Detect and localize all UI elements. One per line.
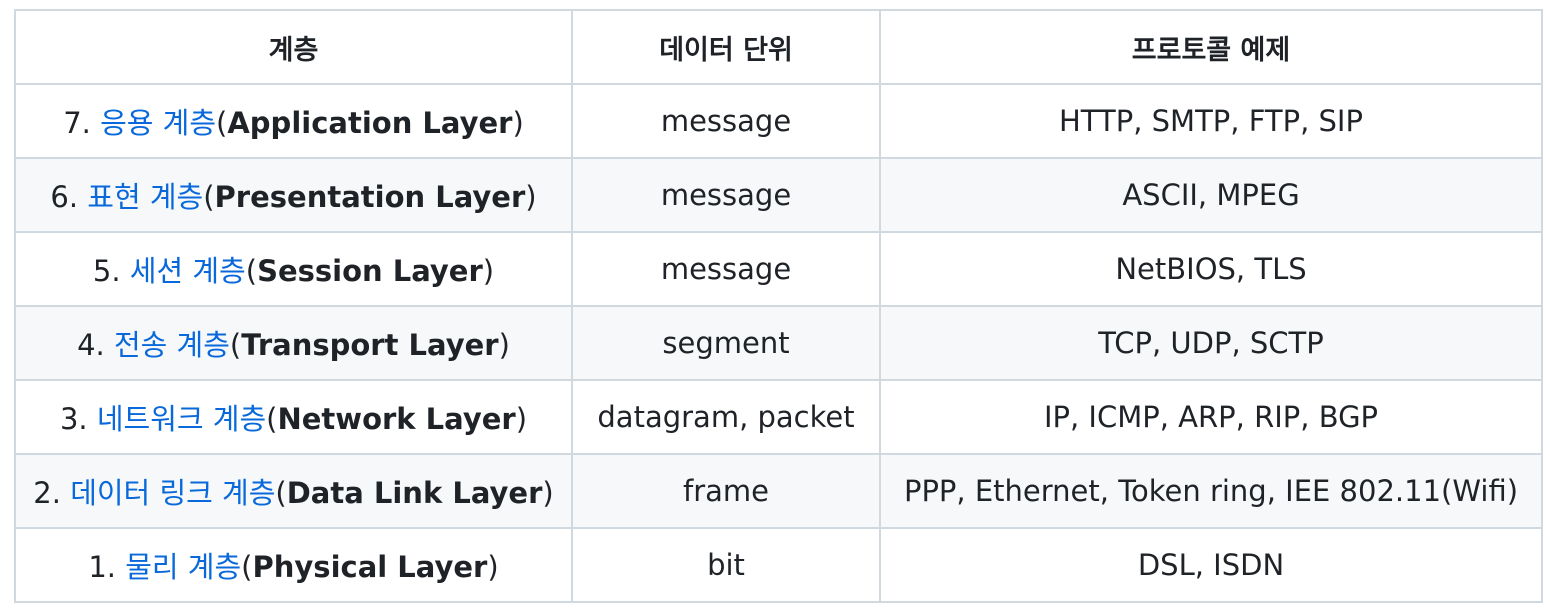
protocols-cell: ASCII, MPEG [879,157,1543,233]
protocols-cell: IP, ICMP, ARP, RIP, BGP [879,379,1543,455]
table-row: 1. 물리 계층(Physical Layer) bit DSL, ISDN [14,527,1543,603]
layer-link-session[interactable]: 세션 계층 [129,254,246,288]
osi-table-container: 계층 데이터 단위 프로토콜 예제 7. 응용 계층(Application L… [14,9,1543,603]
layer-link-application[interactable]: 응용 계층 [100,106,217,140]
paren-open: ( [229,328,242,362]
layer-link-physical[interactable]: 물리 계층 [125,550,242,584]
protocols-cell: DSL, ISDN [879,527,1543,603]
data-unit-cell: bit [571,527,881,603]
data-unit-cell: datagram, packet [571,379,881,455]
header-layer: 계층 [14,9,573,85]
layer-cell: 1. 물리 계층(Physical Layer) [14,527,573,603]
layer-english-name: Data Link Layer [286,476,543,510]
layer-cell: 7. 응용 계층(Application Layer) [14,83,573,159]
protocols-cell: PPP, Ethernet, Token ring, IEE 802.11(Wi… [879,453,1543,529]
layer-link-presentation[interactable]: 표현 계층 [87,180,204,214]
layer-number: 3. [59,402,88,436]
table-header: 계층 데이터 단위 프로토콜 예제 [14,9,1543,85]
layer-number: 7. [63,106,91,140]
table-row: 6. 표현 계층(Presentation Layer) message ASC… [14,157,1543,233]
header-row: 계층 데이터 단위 프로토콜 예제 [14,9,1543,85]
protocols-cell: NetBIOS, TLS [879,231,1543,307]
table-row: 5. 세션 계층(Session Layer) message NetBIOS,… [14,231,1543,307]
paren-open: ( [203,180,215,214]
layer-number: 1. [88,550,116,584]
table-body: 7. 응용 계층(Application Layer) message HTTP… [14,83,1543,603]
layer-number: 6. [50,180,79,214]
paren-open: ( [245,254,258,288]
layer-cell: 5. 세션 계층(Session Layer) [14,231,573,307]
layer-number: 2. [33,476,61,510]
layer-english-name: Transport Layer [241,328,499,362]
layer-english-name: Network Layer [277,402,516,436]
data-unit-cell: segment [571,305,881,381]
paren-open: ( [266,402,278,436]
layer-cell: 6. 표현 계층(Presentation Layer) [14,157,573,233]
paren-close: ) [542,476,554,510]
osi-layer-table: 계층 데이터 단위 프로토콜 예제 7. 응용 계층(Application L… [14,9,1543,603]
layer-cell: 4. 전송 계층(Transport Layer) [14,305,573,381]
header-data-unit: 데이터 단위 [571,9,881,85]
data-unit-cell: message [571,231,881,307]
layer-english-name: Application Layer [227,106,513,140]
layer-number: 5. [92,254,121,288]
table-row: 2. 데이터 링크 계층(Data Link Layer) frame PPP,… [14,453,1543,529]
layer-cell: 2. 데이터 링크 계층(Data Link Layer) [14,453,573,529]
layer-link-data-link[interactable]: 데이터 링크 계층 [70,476,276,510]
layer-english-name: Physical Layer [252,550,488,584]
protocols-cell: HTTP, SMTP, FTP, SIP [879,83,1543,159]
table-row: 3. 네트워크 계층(Network Layer) datagram, pack… [14,379,1543,455]
paren-close: ) [515,402,528,436]
layer-number: 4. [77,328,105,362]
paren-open: ( [275,476,287,510]
table-row: 7. 응용 계층(Application Layer) message HTTP… [14,83,1543,159]
paren-open: ( [241,550,253,584]
layer-link-transport[interactable]: 전송 계층 [113,328,230,362]
layer-cell: 3. 네트워크 계층(Network Layer) [14,379,573,455]
paren-open: ( [216,106,228,140]
paren-close: ) [482,254,495,288]
data-unit-cell: frame [571,453,881,529]
layer-english-name: Presentation Layer [214,180,526,214]
table-row: 4. 전송 계층(Transport Layer) segment TCP, U… [14,305,1543,381]
paren-close: ) [487,550,499,584]
paren-close: ) [498,328,510,362]
data-unit-cell: message [571,83,881,159]
paren-close: ) [525,180,537,214]
paren-close: ) [512,106,524,140]
layer-english-name: Session Layer [257,254,483,288]
header-protocol-examples: 프로토콜 예제 [879,9,1543,85]
protocols-cell: TCP, UDP, SCTP [879,305,1543,381]
data-unit-cell: message [571,157,881,233]
layer-link-network[interactable]: 네트워크 계층 [96,402,267,436]
